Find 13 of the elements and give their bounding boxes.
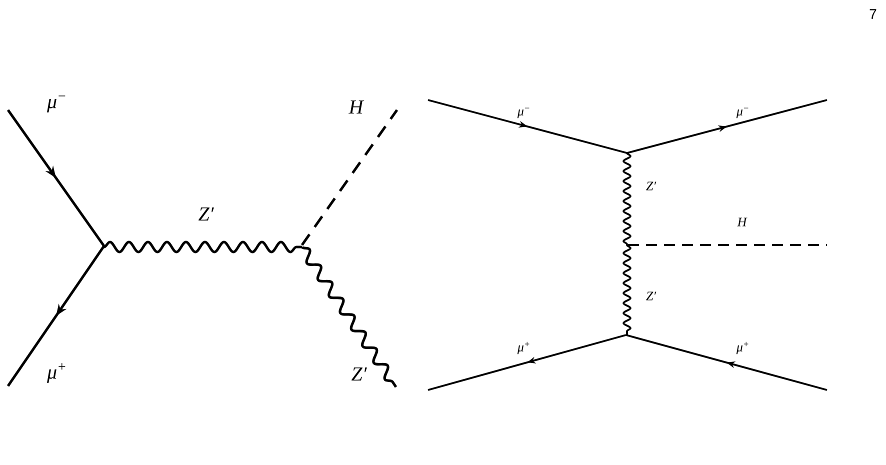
particle-label: Z′ [198,207,214,221]
particle-label: μ$^{+}$ [47,363,66,383]
particle-label: Z′ [352,367,367,381]
particle-label: μ$^{+}$ [517,342,530,354]
particle-label: H [737,218,748,226]
particle-label: H [348,100,364,114]
particle-label: μ$^{−}$ [47,96,66,112]
particle-label: μ$^{−}$ [517,108,530,118]
particle-label: μ$^{+}$ [736,342,748,354]
page-number: 7 [870,9,876,19]
particle-label: Z′ [646,182,656,190]
particle-label: Z′ [646,292,656,300]
particle-label: μ$^{−}$ [736,108,748,118]
